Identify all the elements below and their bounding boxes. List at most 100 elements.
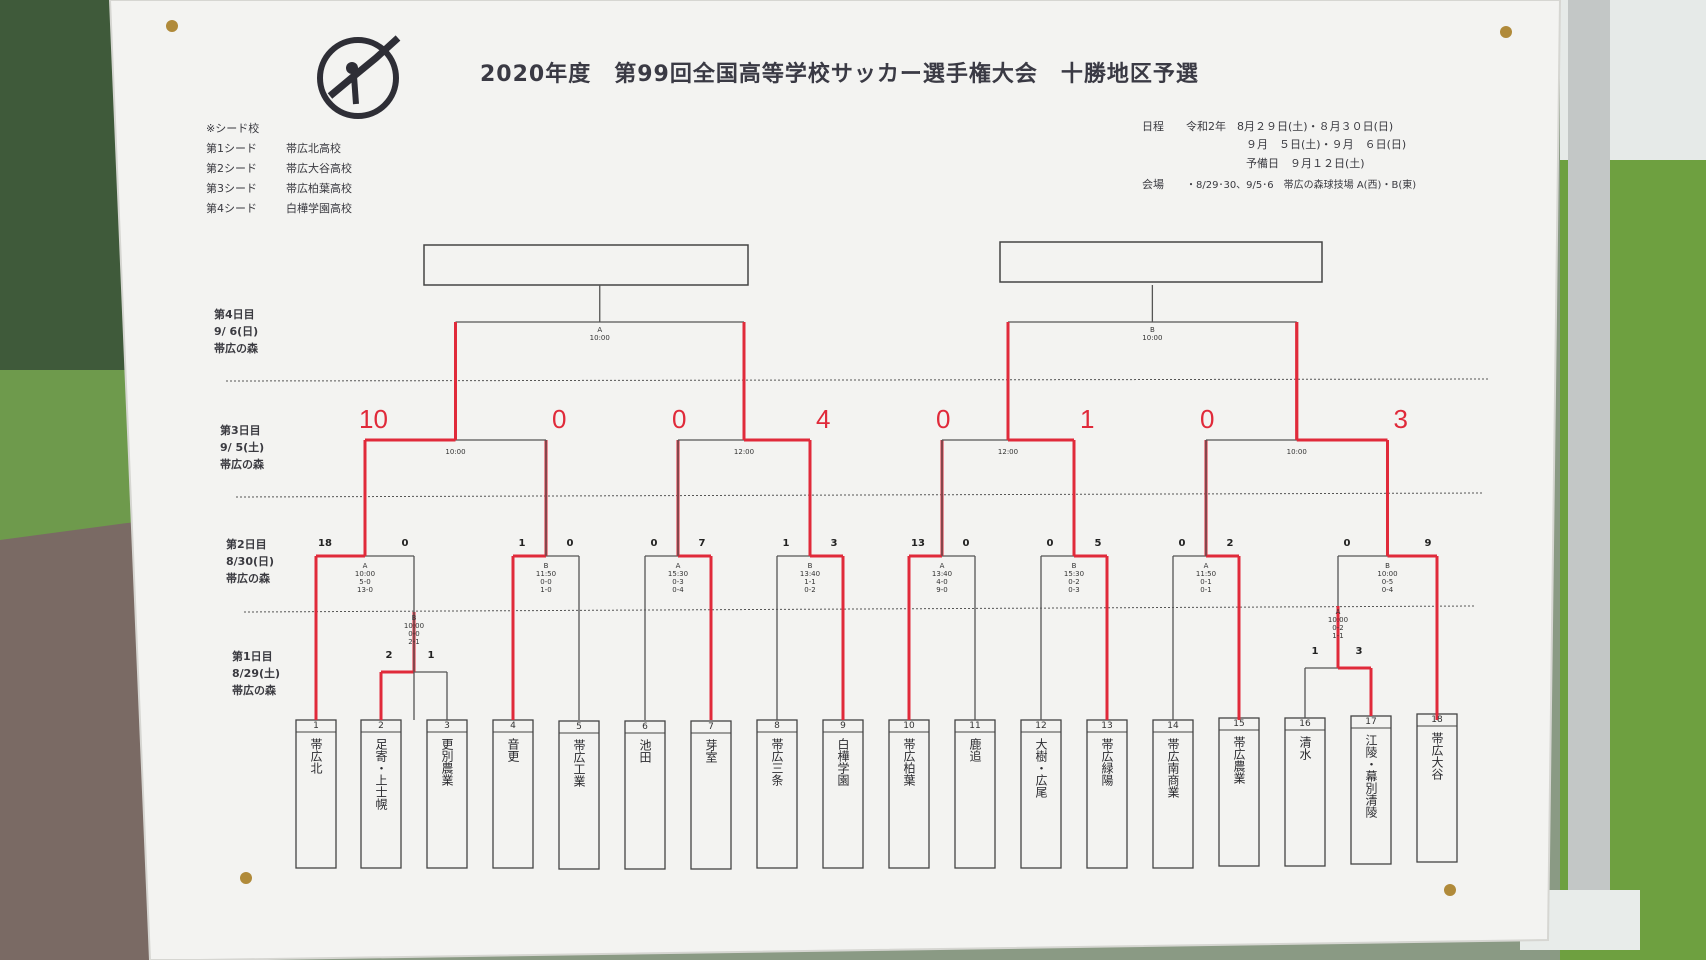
team-number: 5 bbox=[576, 722, 582, 732]
score-right: 3 bbox=[1355, 646, 1363, 657]
score-left: 1 bbox=[1311, 646, 1319, 657]
team-name: 大樹・広尾 bbox=[1034, 738, 1048, 798]
score-right-handwritten: 3 bbox=[1393, 404, 1408, 434]
match-time: 10:00 bbox=[445, 448, 466, 456]
match-time: 10:00 bbox=[1286, 448, 1307, 456]
score-left-handwritten: 10 bbox=[359, 404, 388, 434]
team-name: 白樺学園 bbox=[836, 738, 850, 786]
schedule-line2: ９月 ５日(土)・９月 ６日(日) bbox=[1246, 138, 1407, 151]
seed-rank: 第3シード bbox=[206, 182, 257, 195]
team-name: 池田 bbox=[638, 739, 652, 763]
team-number: 17 bbox=[1365, 717, 1377, 727]
team-number: 4 bbox=[510, 721, 516, 731]
pin-icon bbox=[240, 872, 252, 884]
team-name: 清水 bbox=[1298, 736, 1312, 760]
match-info: B 10:00 bbox=[1142, 326, 1163, 342]
team-number: 16 bbox=[1299, 719, 1311, 729]
score-left: 0 bbox=[1178, 538, 1186, 549]
schedule-line3: 予備日 ９月１２日(土) bbox=[1246, 157, 1365, 170]
seed-school: 帯広柏葉高校 bbox=[286, 182, 352, 195]
team-number: 2 bbox=[378, 721, 384, 731]
score-right: 9 bbox=[1424, 538, 1432, 549]
team-number: 12 bbox=[1035, 721, 1047, 731]
schedule-label: 日程 bbox=[1142, 120, 1164, 133]
score-left: 0 bbox=[1343, 538, 1351, 549]
bracket-lines bbox=[295, 285, 1458, 870]
score-right: 0 bbox=[401, 538, 409, 549]
team-number: 18 bbox=[1431, 715, 1443, 725]
winner-box-a bbox=[423, 244, 749, 286]
match-time: 12:00 bbox=[997, 448, 1019, 456]
score-right: 0 bbox=[566, 538, 574, 549]
venue-label: 会場 bbox=[1142, 178, 1164, 191]
seed-rank: 第4シード bbox=[206, 202, 257, 215]
match-time: 12:00 bbox=[733, 448, 755, 456]
team-box bbox=[558, 720, 600, 870]
team-number: 11 bbox=[969, 721, 981, 731]
team-name: 音更 bbox=[506, 738, 520, 762]
match-info: A 11:50 0-1 0-1 bbox=[1195, 562, 1217, 594]
team-number: 10 bbox=[903, 721, 915, 731]
match-info: B 15:30 0-2 0-3 bbox=[1063, 562, 1085, 594]
pin-icon bbox=[166, 20, 178, 32]
score-left: 18 bbox=[318, 538, 332, 549]
winner-box-b bbox=[999, 241, 1323, 283]
team-number: 15 bbox=[1233, 719, 1245, 729]
seed-rank: 第2シード bbox=[206, 162, 257, 175]
team-number: 3 bbox=[444, 721, 450, 731]
seed-school: 帯広大谷高校 bbox=[286, 162, 352, 175]
team-number: 14 bbox=[1167, 721, 1179, 731]
match-info: A 13:40 4-0 9-0 bbox=[931, 562, 953, 594]
team-number: 8 bbox=[774, 721, 780, 731]
road bbox=[0, 520, 150, 960]
team-name: 帯広農業 bbox=[1232, 736, 1246, 784]
score-left: 0 bbox=[1046, 538, 1054, 549]
match-info: A 15:30 0-3 0-4 bbox=[667, 562, 689, 594]
grass-left bbox=[0, 370, 140, 550]
score-right-handwritten: 4 bbox=[816, 404, 831, 434]
team-number: 6 bbox=[642, 722, 648, 732]
seed-rank: 第1シード bbox=[206, 142, 257, 155]
team-name: 帯広南商業 bbox=[1166, 738, 1180, 798]
score-left: 0 bbox=[650, 538, 658, 549]
score-left-handwritten: 0 bbox=[672, 404, 687, 434]
score-right: 0 bbox=[962, 538, 970, 549]
team-box bbox=[690, 720, 732, 870]
team-number: 7 bbox=[708, 722, 714, 732]
score-left: 2 bbox=[385, 650, 393, 661]
match-info: B 10:00 0-0 2-1 bbox=[403, 614, 425, 646]
score-left-handwritten: 0 bbox=[1200, 404, 1215, 434]
team-name: 鹿追 bbox=[968, 738, 982, 762]
team-number: 9 bbox=[840, 721, 846, 731]
venue-text: ・8/29･30、9/5･6 帯広の森球技場 A(西)・B(東) bbox=[1186, 180, 1417, 191]
match-info: A 10:00 5-0 13-0 bbox=[354, 562, 376, 594]
team-name: 帯広柏葉 bbox=[902, 738, 916, 786]
score-left: 1 bbox=[782, 538, 790, 549]
team-name: 江陵・幕別清陵 bbox=[1364, 734, 1378, 818]
schedule-line1: 令和2年 8月２９日(土)・８月３０日(日) bbox=[1186, 120, 1394, 133]
team-name: 帯広大谷 bbox=[1430, 732, 1444, 780]
seed-header: ※シード校 bbox=[206, 122, 260, 135]
score-right: 7 bbox=[698, 538, 706, 549]
seed-school: 帯広北高校 bbox=[286, 142, 341, 155]
soccer-logo-icon bbox=[317, 35, 401, 119]
score-right-handwritten: 0 bbox=[552, 404, 567, 434]
pin-icon bbox=[1444, 884, 1456, 896]
match-info: B 10:00 0-5 0-4 bbox=[1377, 562, 1398, 594]
team-name: 芽室 bbox=[704, 739, 718, 763]
team-name: 更別農業 bbox=[440, 738, 454, 786]
score-left: 13 bbox=[911, 538, 925, 549]
poster-title: 2020年度 第99回全国高等学校サッカー選手権大会 十勝地区予選 bbox=[480, 62, 1199, 87]
match-info: A 10:00 bbox=[589, 326, 610, 342]
score-left: 1 bbox=[518, 538, 526, 549]
team-box bbox=[624, 720, 666, 870]
match-info: B 11:50 0-0 1-0 bbox=[535, 562, 557, 594]
score-right: 2 bbox=[1226, 538, 1234, 549]
score-right-handwritten: 1 bbox=[1080, 404, 1095, 434]
